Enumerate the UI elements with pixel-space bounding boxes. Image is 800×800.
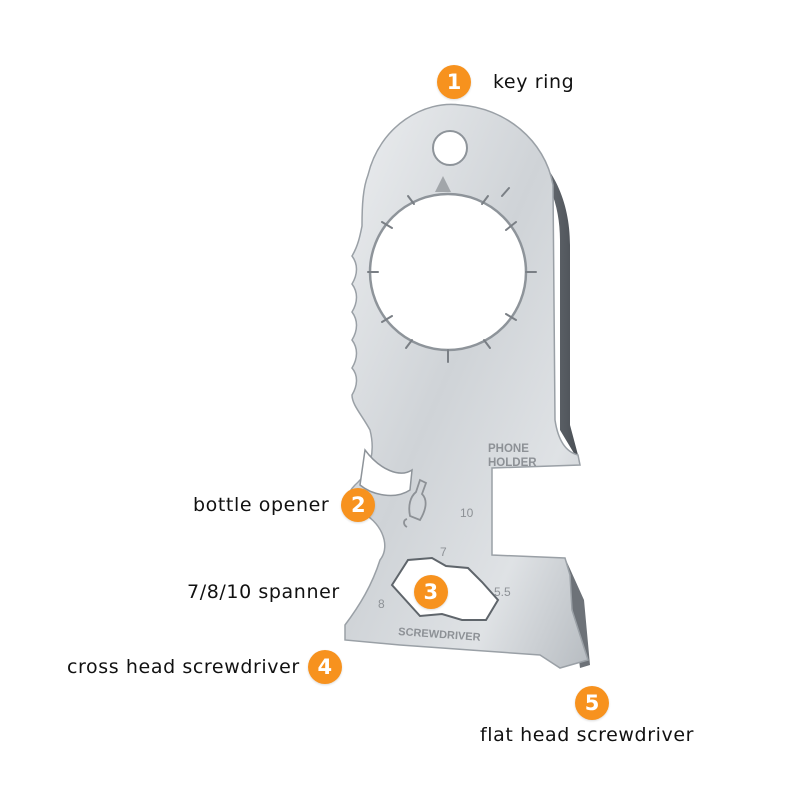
callout-badge-5: 5 bbox=[575, 686, 609, 720]
screwdriver-label: SCREWDRIVER bbox=[398, 626, 481, 644]
callout-label-spanner: 7/8/10 spanner bbox=[187, 581, 340, 603]
callout-spanner: 7/8/10 spanner 3 bbox=[187, 575, 448, 609]
phone-holder-ring bbox=[368, 192, 528, 352]
callout-badge-1: 1 bbox=[437, 65, 471, 99]
size-5-5-label: 5.5 bbox=[494, 585, 511, 599]
callout-badge-2: 2 bbox=[341, 488, 376, 522]
callout-label-bottle-opener: bottle opener bbox=[193, 494, 330, 516]
callout-label-key-ring: key ring bbox=[493, 71, 575, 93]
callout-label-flat-head: flat head screwdriver bbox=[480, 724, 695, 746]
callout-badge-3: 3 bbox=[413, 575, 448, 609]
size-10-label: 10 bbox=[460, 506, 474, 520]
callout-badge-4: 4 bbox=[307, 650, 342, 684]
size-7-label: 7 bbox=[440, 545, 447, 559]
callout-cross-head-screwdriver: cross head screwdriver 4 bbox=[67, 650, 342, 684]
bottle-opener-notch bbox=[359, 448, 413, 497]
callout-bottle-opener: bottle opener 2 bbox=[193, 488, 376, 522]
compass-dial-icon bbox=[367, 187, 537, 363]
dial-marker-icon bbox=[435, 176, 451, 192]
callout-label-cross-head: cross head screwdriver bbox=[67, 656, 300, 678]
phone-holder-label-1: PHONE bbox=[488, 443, 529, 455]
bottle-icon bbox=[403, 478, 428, 528]
tool-edge bbox=[520, 145, 578, 460]
callout-key-ring: 1 key ring bbox=[437, 65, 574, 99]
size-8-label: 8 bbox=[378, 597, 385, 611]
key-ring-hole bbox=[432, 130, 468, 166]
phone-holder-label-2: HOLDER bbox=[488, 457, 537, 469]
